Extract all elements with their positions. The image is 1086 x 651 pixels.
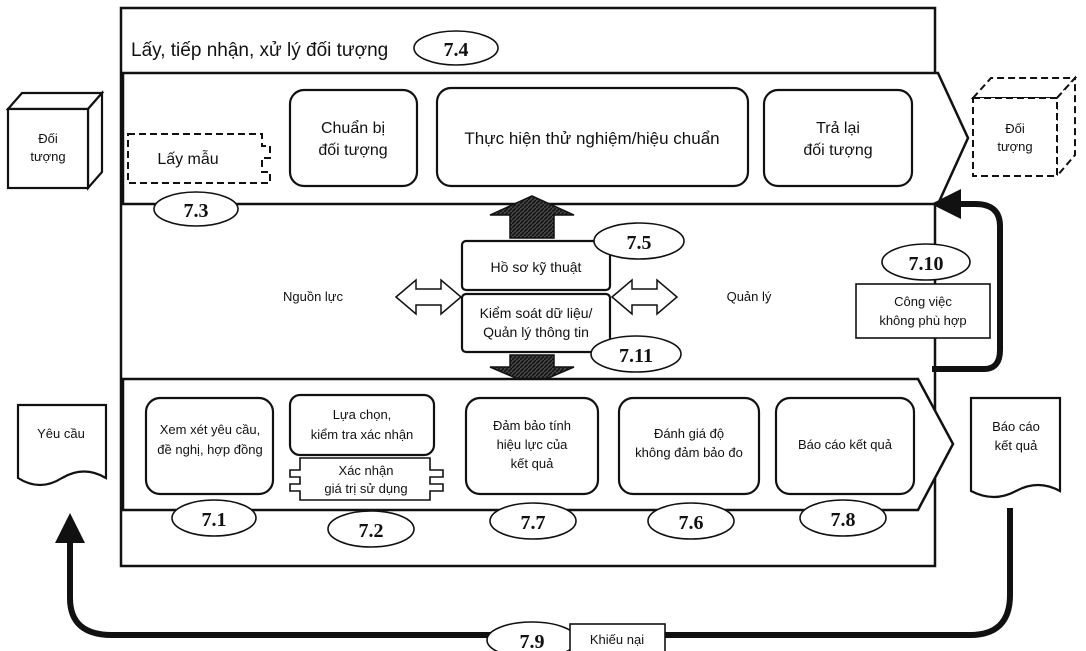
validity-line-2: hiệu lực của bbox=[497, 437, 569, 452]
data-control-box bbox=[460, 292, 612, 354]
data-control-line-1: Kiểm soát dữ liệu/ bbox=[480, 305, 593, 321]
ref-oval-7-2 bbox=[327, 510, 415, 548]
testing-label: Thực hiện thử nghiệm/hiệu chuẩn bbox=[464, 129, 719, 148]
ref-oval-7-8 bbox=[799, 499, 887, 537]
validation-line-2: giá trị sử dụng bbox=[324, 481, 407, 496]
ref-7-5: 7.5 bbox=[627, 232, 652, 254]
up-arrow bbox=[489, 195, 575, 239]
prepare-object-box bbox=[288, 88, 419, 188]
validity-box bbox=[464, 396, 600, 496]
ref-oval-7-5 bbox=[593, 222, 685, 260]
report-document: Báo cáo kết quả bbox=[969, 396, 1062, 499]
report-line-1: Báo cáo bbox=[992, 419, 1040, 434]
report-line-2: kết quả bbox=[995, 438, 1038, 453]
return-object-line-2: đối tượng bbox=[803, 142, 872, 159]
review-requests-box bbox=[144, 396, 275, 496]
ref-7-4: 7.4 bbox=[444, 39, 469, 61]
sampling-label: Lấy mẫu bbox=[157, 149, 218, 168]
uncertainty-line-1: Đánh giá độ bbox=[654, 426, 724, 441]
object-in-line-2: tượng bbox=[30, 149, 65, 164]
reporting-label: Báo cáo kết quả bbox=[798, 437, 893, 452]
selection-box bbox=[288, 393, 436, 457]
ref-7-3: 7.3 bbox=[184, 200, 209, 222]
return-object-line-1: Trả lại bbox=[816, 120, 860, 137]
validation-box: Xác nhận giá trị sử dụng bbox=[289, 457, 444, 501]
review-requests-line-1: Xem xét yêu cầu, bbox=[160, 422, 260, 437]
selection-line-2: kiểm tra xác nhận bbox=[311, 427, 414, 442]
ref-7-10: 7.10 bbox=[909, 253, 944, 275]
ref-7-9: 7.9 bbox=[520, 631, 545, 651]
request-document: Yêu cầu bbox=[16, 403, 108, 487]
ref-oval-7-11 bbox=[590, 335, 682, 373]
technical-records-label: Hồ sơ kỹ thuật bbox=[491, 259, 582, 275]
ref-7-1: 7.1 bbox=[202, 509, 227, 531]
frame-title: Lấy, tiếp nhận, xử lý đối tượng bbox=[131, 40, 388, 61]
object-out-line-1: Đối bbox=[1005, 121, 1025, 136]
management-link-arrow bbox=[610, 278, 679, 316]
validation-line-1: Xác nhận bbox=[339, 463, 394, 478]
data-control-line-2: Quản lý thông tin bbox=[483, 324, 589, 340]
ref-oval-7-4 bbox=[413, 30, 499, 66]
selection-line-1: Lựa chọn, bbox=[333, 407, 392, 422]
ref-oval-7-6 bbox=[647, 502, 735, 540]
nonconforming-loop-arrow bbox=[931, 189, 1003, 372]
prepare-object-line-2: đối tượng bbox=[318, 142, 387, 159]
technical-records-box bbox=[460, 239, 612, 292]
complaints-label: Khiếu nại bbox=[590, 632, 644, 647]
ref-7-11: 7.11 bbox=[619, 345, 653, 367]
ref-7-2: 7.2 bbox=[359, 520, 384, 542]
return-object-box bbox=[762, 88, 914, 188]
validity-line-1: Đảm bảo tính bbox=[493, 418, 571, 433]
ref-oval-7-1 bbox=[171, 499, 257, 537]
request-label: Yêu cầu bbox=[37, 426, 85, 441]
object-out-line-2: tượng bbox=[997, 139, 1032, 154]
reporting-box bbox=[774, 396, 916, 496]
sampling-box: Lấy mẫu bbox=[127, 133, 271, 184]
uncertainty-line-2: không đảm bảo đo bbox=[635, 445, 743, 460]
resources-label: Nguồn lực bbox=[283, 289, 344, 304]
ref-oval-7-10 bbox=[881, 243, 971, 281]
down-arrow bbox=[489, 354, 575, 386]
ref-oval-7-3 bbox=[153, 191, 239, 227]
ref-7-6: 7.6 bbox=[679, 512, 704, 534]
review-requests-line-2: đề nghị, hợp đồng bbox=[157, 442, 262, 457]
ref-7-7: 7.7 bbox=[521, 512, 546, 534]
validity-line-3: kết quả bbox=[511, 456, 554, 471]
object-out-cube: Đối tượng bbox=[970, 75, 1078, 179]
uncertainty-box bbox=[617, 396, 761, 496]
nonconforming-line-2: không phù hợp bbox=[879, 313, 966, 328]
prepare-object-line-1: Chuẩn bị bbox=[321, 119, 385, 137]
testing-box bbox=[435, 86, 750, 188]
management-label: Quản lý bbox=[727, 289, 772, 304]
nonconforming-line-1: Công việc bbox=[894, 294, 952, 309]
object-in-line-1: Đối bbox=[38, 131, 58, 146]
resources-link-arrow bbox=[394, 278, 463, 316]
complaints-box bbox=[569, 623, 666, 651]
nonconforming-box bbox=[855, 283, 991, 339]
ref-oval-7-7 bbox=[489, 502, 577, 540]
ref-7-8: 7.8 bbox=[831, 509, 856, 531]
object-in-cube: Đối tượng bbox=[5, 90, 105, 191]
